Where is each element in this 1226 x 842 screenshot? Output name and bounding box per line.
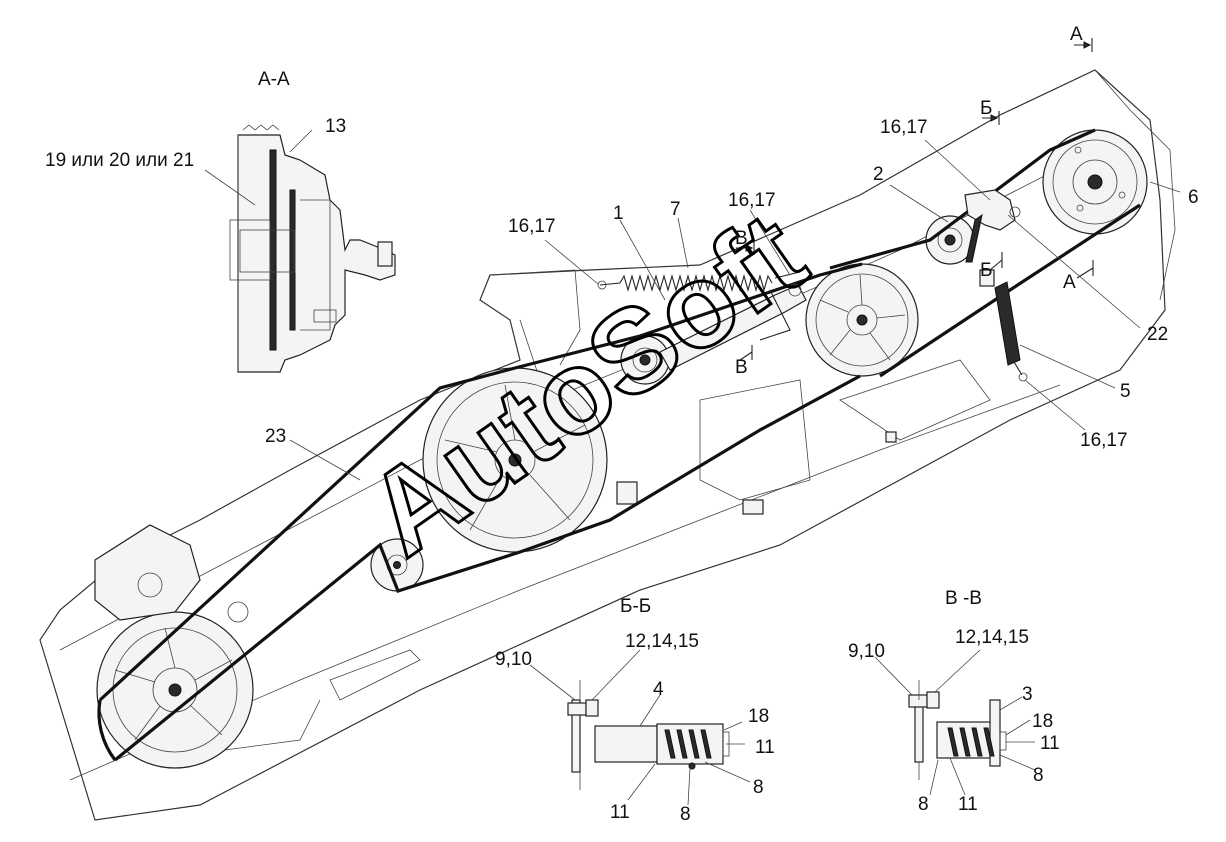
callout-19-20-21: 19 или 20 или 21	[45, 150, 194, 171]
vv-callout-3: 3	[1022, 684, 1033, 705]
callout-22: 22	[1147, 324, 1168, 345]
marker-a-top: А	[1070, 24, 1083, 45]
callout-16-17-mid: 16,17	[728, 190, 776, 211]
marker-b-mid: Б	[980, 260, 992, 281]
marker-v-top: В	[735, 228, 748, 249]
bb-callout-8-right: 8	[753, 777, 764, 798]
callout-1: 1	[613, 203, 624, 224]
vv-callout-11-bottom: 11	[958, 794, 978, 815]
pulley-center-right	[805, 263, 919, 377]
callout-16-17-left: 16,17	[508, 216, 556, 237]
spring-5	[994, 281, 1028, 382]
section-bb-title: Б-Б	[620, 596, 651, 617]
callout-7: 7	[670, 199, 681, 220]
watermark-text: AutoSoft	[344, 188, 828, 582]
callout-16-17-top: 16,17	[880, 117, 928, 138]
belt-23	[97, 262, 863, 762]
bb-callout-11-bottom: 11	[610, 802, 630, 823]
tensioner-bracket-22	[964, 189, 1021, 263]
section-aa-title: А-А	[258, 69, 290, 90]
section-aa-drawing	[229, 124, 396, 373]
section-bb-drawing	[567, 680, 730, 790]
marker-b-top: Б	[980, 98, 992, 119]
bb-callout-8-bottom: 8	[680, 804, 691, 825]
callout-16-17-bottom: 16,17	[1080, 430, 1128, 451]
pulley-bottom-left	[96, 611, 254, 769]
bb-callout-18: 18	[748, 706, 769, 727]
vv-callout-8-right: 8	[1033, 765, 1044, 786]
vv-callout-9-10: 9,10	[848, 641, 885, 662]
bb-callout-4: 4	[653, 679, 664, 700]
vv-callout-8-bottom: 8	[918, 794, 929, 815]
labels: А-А Б-Б В -В А А Б Б В В 13 19 или 20 ил…	[45, 24, 1199, 825]
marker-v-mid: В	[735, 357, 748, 378]
tension-spring-7	[597, 271, 801, 293]
callout-2: 2	[873, 164, 884, 185]
bb-callout-11-right: 11	[755, 737, 775, 758]
bb-callout-12-14-15: 12,14,15	[625, 631, 699, 652]
vv-callout-11-right: 11	[1040, 733, 1060, 754]
section-arrows	[736, 38, 1094, 361]
callout-13: 13	[325, 116, 346, 137]
vv-callout-12-14-15: 12,14,15	[955, 627, 1029, 648]
callout-23: 23	[265, 426, 286, 447]
callout-6: 6	[1188, 187, 1199, 208]
section-vv-drawing	[908, 680, 1007, 780]
fan-disc-left	[94, 524, 249, 623]
bb-callout-9-10: 9,10	[495, 649, 532, 670]
callout-5: 5	[1120, 381, 1131, 402]
vv-callout-18: 18	[1032, 711, 1053, 732]
marker-a-right: А	[1063, 272, 1076, 293]
frame-housing	[39, 69, 1176, 821]
section-vv-title: В -В	[945, 588, 982, 609]
tensioner-lever-1	[659, 283, 807, 371]
leader-lines	[204, 129, 1181, 806]
